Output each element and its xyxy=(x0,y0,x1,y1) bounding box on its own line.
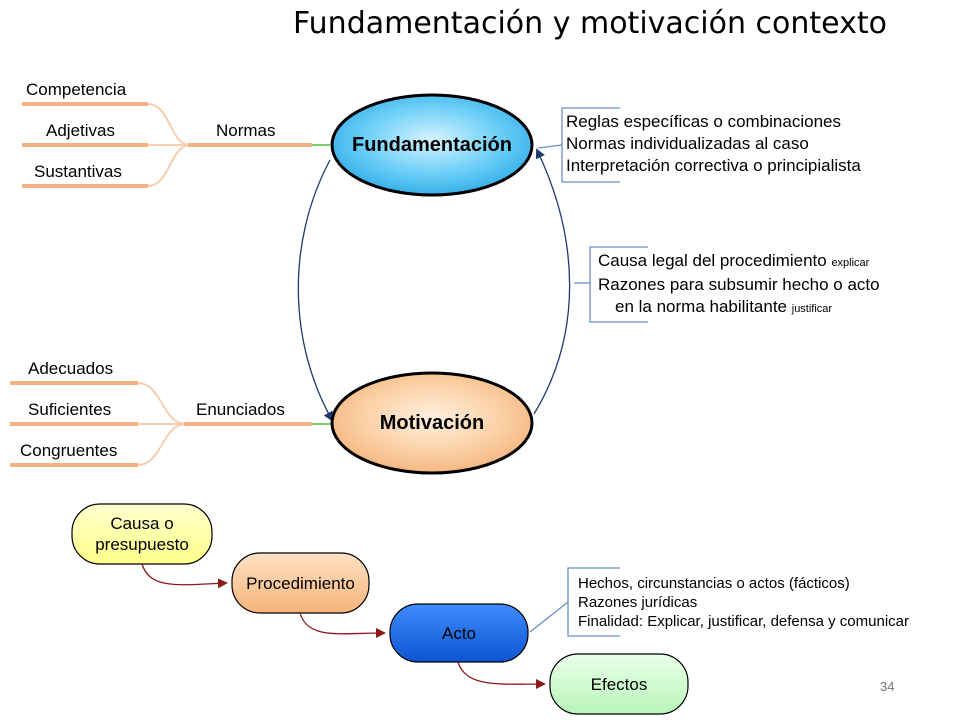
link-note-2: Razones para subsumir hecho o acto xyxy=(598,275,880,294)
leaf-suficientes: Suficientes xyxy=(28,400,112,419)
branch-normas: Normas xyxy=(216,121,276,140)
link-note-1-small: explicar xyxy=(831,257,870,269)
acto-node-shape xyxy=(389,603,529,663)
arrow-mot-to-fund xyxy=(533,148,571,415)
fund-note-list: Reglas específicas o combinaciones Norma… xyxy=(566,111,861,177)
fundamentacion-label: Fundamentación xyxy=(351,134,512,156)
note-bracket-fund xyxy=(537,107,620,183)
acto-note-3: Finalidad: Explicar, justificar, defensa… xyxy=(578,613,909,630)
arrow-fund-to-mot xyxy=(297,159,333,422)
slide-title: Fundamentación y motivación contexto xyxy=(293,6,887,41)
note-bracket-acto xyxy=(529,567,620,637)
flow-arrow-3 xyxy=(457,661,546,690)
procedimiento-label: Procedimiento xyxy=(246,574,355,593)
page-number: 34 xyxy=(880,679,895,694)
acto-note-2: Razones jurídicas xyxy=(578,594,698,611)
fund-note-1: Reglas específicas o combinaciones xyxy=(566,112,841,131)
leaf-competencia: Competencia xyxy=(26,80,127,99)
link-note-3-small: justificar xyxy=(791,303,833,315)
efectos-node-shape xyxy=(549,653,689,715)
fund-note-2: Normas individualizadas al caso xyxy=(566,134,809,153)
leaf-sustantivas: Sustantivas xyxy=(34,162,122,181)
link-note-list: Causa legal del procedimiento explicar R… xyxy=(598,250,880,320)
acto-note-list: Hechos, circunstancias o actos (fácticos… xyxy=(578,574,909,631)
link-note-1-text: Causa legal del procedimiento xyxy=(598,251,827,270)
flow-arrow-2 xyxy=(299,612,386,639)
motivacion-node-shape xyxy=(330,371,534,475)
causa-label: Causa o presupuesto xyxy=(95,514,189,554)
efectos-label: Efectos xyxy=(590,675,648,694)
link-note-3-text: en la norma habilitante xyxy=(615,297,788,316)
link-note-1: Causa legal del procedimiento explicar xyxy=(598,250,880,274)
motivacion-label: Motivación xyxy=(379,412,485,434)
link-note-3: en la norma habilitante justificar xyxy=(598,296,880,320)
fundamentacion-node-shape xyxy=(330,93,534,197)
note-bracket-link xyxy=(574,246,648,323)
fund-note-3: Interpretación correctiva o principialis… xyxy=(566,156,861,175)
motivacion-leaf-lines xyxy=(10,381,332,467)
branch-enunciados: Enunciados xyxy=(196,400,285,419)
leaf-adecuados: Adecuados xyxy=(28,359,114,378)
leaf-adjetivas: Adjetivas xyxy=(46,121,115,140)
acto-label: Acto xyxy=(441,624,477,643)
flow-arrow-1 xyxy=(141,563,228,589)
leaf-congruentes: Congruentes xyxy=(20,441,118,460)
fundamentacion-leaf-lines xyxy=(22,102,330,188)
acto-note-1: Hechos, circunstancias o actos (fácticos… xyxy=(578,575,850,592)
